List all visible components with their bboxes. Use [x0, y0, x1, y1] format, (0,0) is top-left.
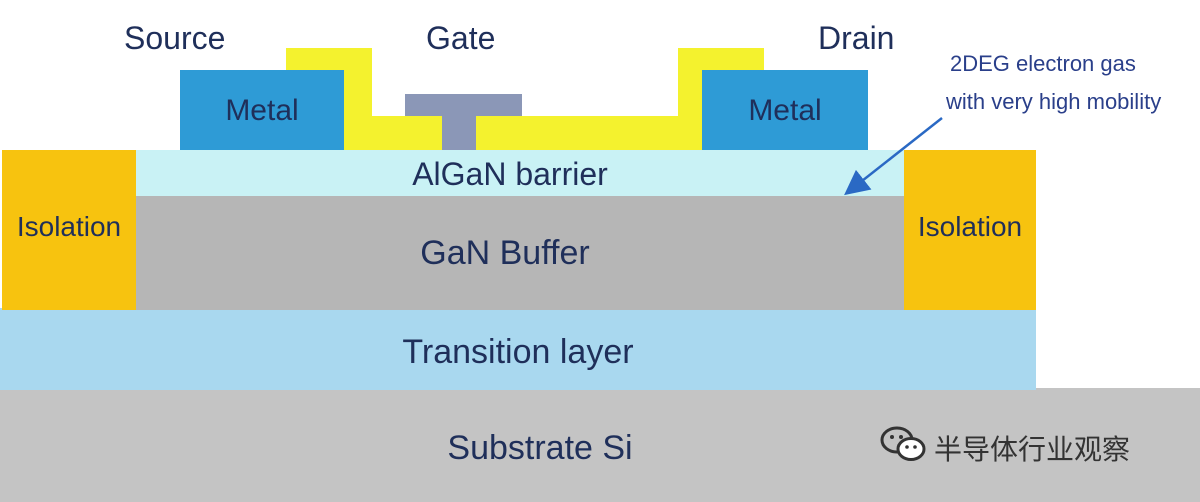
annotation-2deg-line2: with very high mobility: [946, 89, 1162, 114]
annotation-2deg-line1: 2DEG electron gas: [950, 51, 1136, 76]
substrate-si-label: Substrate Si: [447, 428, 633, 467]
wechat-icon: [880, 426, 926, 461]
transition-layer: Transition layer: [0, 308, 1036, 390]
algan-barrier-layer: AlGaN barrier: [136, 150, 904, 196]
transition-layer-label: Transition layer: [402, 332, 634, 371]
metal-contact-source: Metal: [180, 70, 344, 150]
algan-barrier-label: AlGaN barrier: [412, 155, 608, 192]
isolation-left-label: Isolation: [16, 211, 122, 242]
gan-buffer-label: GaN Buffer: [420, 233, 590, 272]
metal-source-label: Metal: [225, 94, 299, 127]
isolation-right-label: Isolation: [917, 211, 1023, 242]
source-label: Source: [124, 20, 226, 56]
gan-buffer-layer: GaN Buffer: [136, 196, 904, 310]
gate-label: Gate: [426, 20, 496, 56]
isolation-right: Isolation: [904, 150, 1036, 310]
metal-drain-label: Metal: [748, 94, 822, 127]
substrate-si-layer: Substrate Si: [0, 388, 1200, 502]
watermark-text: 半导体行业观察: [934, 434, 1131, 465]
drain-label: Drain: [818, 20, 895, 56]
isolation-left: Isolation: [2, 150, 136, 310]
metal-contact-drain: Metal: [702, 70, 868, 150]
